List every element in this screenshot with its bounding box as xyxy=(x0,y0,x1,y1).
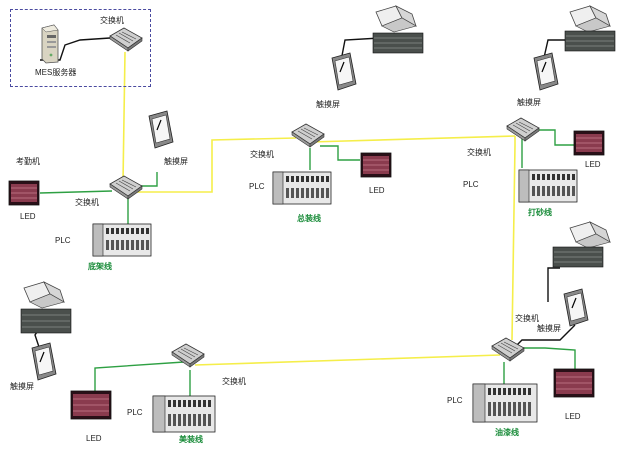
link-assembly-led xyxy=(320,145,360,161)
link-paint-to-bottom xyxy=(194,354,501,366)
network-switch-icon xyxy=(109,27,143,52)
led-sanding-label: LED xyxy=(585,160,601,169)
touch-panel-icon xyxy=(331,52,357,91)
link-bottom-led xyxy=(94,361,185,392)
equipment-rack-icon xyxy=(552,246,604,268)
plc-left-label: PLC xyxy=(55,236,71,245)
touch-panel-icon xyxy=(563,288,589,327)
link-top-switch-to-left-switch xyxy=(122,51,126,183)
barcode-scanner-icon xyxy=(375,5,417,33)
mes-zone xyxy=(10,9,151,87)
network-switch-icon xyxy=(171,343,205,368)
server-tower-icon xyxy=(41,24,59,64)
link-paint-led xyxy=(512,347,576,370)
network-switch-icon xyxy=(109,175,143,200)
plc-rack-icon xyxy=(518,169,578,203)
network-switch-icon xyxy=(291,123,325,148)
line-sanding-label: 打砂线 xyxy=(528,208,552,217)
plc-sanding-label: PLC xyxy=(463,180,479,189)
touch-panel-icon xyxy=(148,110,174,149)
switch-paint-label: 交换机 xyxy=(515,314,539,323)
link-sanding-to-paint xyxy=(511,136,516,341)
attendance-label: 考勤机 xyxy=(16,157,40,166)
link-left-to-assembly xyxy=(135,137,297,193)
line-beauty-label: 美装线 xyxy=(179,435,203,444)
switch-left-label: 交换机 xyxy=(75,198,99,207)
plc-rack-icon xyxy=(272,171,332,205)
touch-bl-label: 触摸屏 xyxy=(10,382,34,391)
barcode-scanner-icon xyxy=(569,221,611,249)
cable-paint-scanner xyxy=(547,267,560,302)
switch-sanding-label: 交换机 xyxy=(467,148,491,157)
mes-server-label: MES服务器 xyxy=(35,68,77,77)
led-assembly-label: LED xyxy=(369,186,385,195)
equipment-rack-icon xyxy=(372,32,424,54)
line-frame-label: 底架线 xyxy=(88,262,112,271)
led-display-icon xyxy=(8,180,40,206)
control-links xyxy=(39,129,576,398)
network-switch-icon xyxy=(506,117,540,142)
led-left-label: LED xyxy=(20,212,36,221)
led-display-icon xyxy=(70,390,112,420)
plc-paint-label: PLC xyxy=(447,396,463,405)
led-display-icon xyxy=(360,152,392,178)
touch-panel-icon xyxy=(31,342,57,381)
plc-rack-icon xyxy=(92,223,152,257)
touch-assembly-label: 触摸屏 xyxy=(316,100,340,109)
switch-bottom-label: 交换机 xyxy=(222,377,246,386)
plc-rack-icon xyxy=(472,383,538,423)
network-switch-icon xyxy=(491,337,525,362)
barcode-scanner-icon xyxy=(23,281,65,309)
equipment-rack-icon xyxy=(20,308,72,334)
plc-assembly-label: PLC xyxy=(249,182,265,191)
switch-top-label: 交换机 xyxy=(100,16,124,25)
touch-paint-label: 触摸屏 xyxy=(537,324,561,333)
touch-panel-icon xyxy=(533,52,559,91)
led-paint-label: LED xyxy=(565,412,581,421)
plc-bl-label: PLC xyxy=(127,408,143,417)
line-paint-label: 油漆线 xyxy=(495,428,519,437)
switch-assembly-label: 交换机 xyxy=(250,150,274,159)
barcode-scanner-icon xyxy=(569,5,611,33)
equipment-rack-icon xyxy=(564,30,616,52)
led-bl-label: LED xyxy=(86,434,102,443)
plc-rack-icon xyxy=(152,395,216,433)
led-display-icon xyxy=(573,130,605,156)
touch-main-label: 触摸屏 xyxy=(164,157,188,166)
ethernet-links xyxy=(122,51,516,366)
link-attendance-led xyxy=(39,190,113,194)
line-assembly-label: 总装线 xyxy=(297,214,321,223)
link-sanding-led xyxy=(530,129,575,146)
led-display-icon xyxy=(553,368,595,398)
link-assembly-to-sanding xyxy=(309,135,516,143)
touch-sanding-label: 触摸屏 xyxy=(517,98,541,107)
